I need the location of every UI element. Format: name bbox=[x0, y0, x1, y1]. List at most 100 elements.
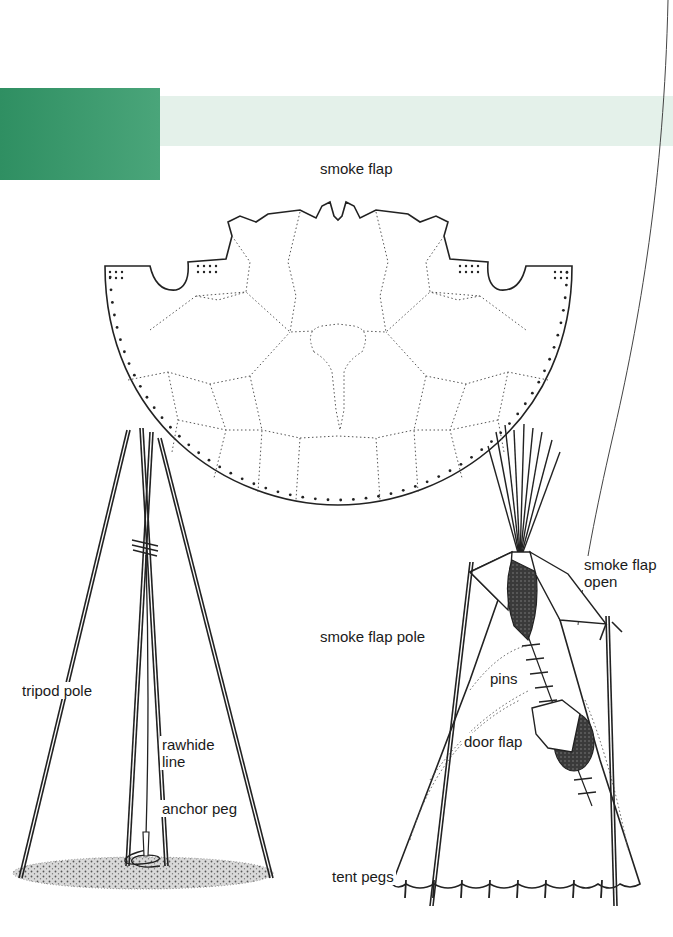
tent-peg bbox=[461, 880, 462, 898]
pin-hole bbox=[516, 413, 519, 416]
pin-hole bbox=[556, 334, 559, 337]
tab-holes bbox=[459, 265, 461, 267]
tripod-pole bbox=[19, 428, 273, 878]
pin-hole bbox=[508, 422, 511, 425]
pin-hole bbox=[208, 459, 211, 462]
pin-hole bbox=[414, 485, 417, 488]
cover-seams bbox=[430, 690, 530, 780]
tripod-pole bbox=[22, 430, 130, 878]
tab-holes bbox=[115, 271, 117, 273]
pin-hole bbox=[229, 472, 232, 475]
seam-lines bbox=[168, 372, 178, 452]
seam-lines bbox=[376, 212, 388, 332]
smoke-flap-pole bbox=[430, 562, 622, 906]
pin-hole bbox=[531, 392, 534, 395]
part-label: tent pegs bbox=[330, 868, 396, 885]
tipi-cover bbox=[392, 552, 640, 888]
header-bar bbox=[160, 96, 673, 146]
tab-holes bbox=[465, 271, 467, 273]
tent-peg bbox=[517, 880, 518, 898]
pin-hole bbox=[264, 487, 267, 490]
pins bbox=[522, 644, 540, 646]
tab-holes bbox=[465, 265, 467, 267]
cover-outline bbox=[105, 202, 572, 505]
pins bbox=[535, 686, 553, 688]
seam-lines bbox=[414, 376, 426, 492]
tab-holes bbox=[566, 277, 568, 279]
pin-hole bbox=[289, 493, 292, 496]
pin-hole bbox=[470, 456, 473, 459]
pins bbox=[522, 644, 596, 794]
pin-hole bbox=[560, 321, 563, 324]
tripod bbox=[13, 857, 273, 889]
smoke-flap-left bbox=[470, 552, 512, 610]
pin-holes bbox=[109, 271, 569, 501]
door-flap bbox=[532, 700, 580, 752]
pin-hole bbox=[553, 346, 556, 349]
part-label: pins bbox=[488, 670, 520, 687]
tab-holes bbox=[197, 265, 199, 267]
cover-seams bbox=[585, 700, 628, 850]
pin-hole bbox=[161, 416, 164, 419]
part-label: door flap bbox=[462, 733, 524, 750]
cover-seams bbox=[410, 700, 520, 840]
seam-lines bbox=[196, 236, 250, 300]
pin-hole bbox=[377, 495, 380, 498]
pin-hole bbox=[543, 369, 546, 372]
tab-holes bbox=[197, 271, 199, 273]
pin-hole bbox=[460, 463, 463, 466]
pin-hole bbox=[111, 301, 114, 304]
tab-holes bbox=[471, 265, 473, 267]
pins bbox=[574, 778, 592, 780]
tab-holes bbox=[209, 265, 211, 267]
seam-lines bbox=[178, 420, 300, 438]
pin-hole bbox=[252, 482, 255, 485]
part-label: tripod pole bbox=[20, 682, 94, 699]
pole-tips bbox=[520, 452, 560, 560]
rawhide-line bbox=[125, 540, 160, 867]
pin-hole bbox=[139, 385, 142, 388]
rawhide-line bbox=[146, 555, 148, 836]
anchor-peg bbox=[143, 832, 149, 856]
pin-hole bbox=[146, 396, 149, 399]
pin-hole bbox=[365, 497, 368, 500]
seam-lines bbox=[296, 438, 300, 500]
header-bar bbox=[0, 88, 160, 180]
tab-holes bbox=[121, 277, 123, 279]
tripod-pole bbox=[161, 438, 273, 878]
part-label: smoke flap bbox=[318, 160, 395, 177]
pin-hole bbox=[277, 490, 280, 493]
tripod bbox=[13, 428, 273, 889]
pin-hole bbox=[109, 276, 112, 279]
tent-peg bbox=[601, 880, 602, 898]
tent-peg bbox=[405, 880, 406, 898]
tripod-pole bbox=[158, 438, 270, 878]
seam-lines bbox=[210, 384, 226, 478]
pin-hole bbox=[437, 475, 440, 478]
tab-holes bbox=[109, 265, 568, 279]
tent-peg bbox=[573, 880, 574, 898]
tab-holes bbox=[554, 277, 556, 279]
pins bbox=[526, 658, 544, 660]
pin-hole bbox=[480, 448, 483, 451]
tipi-cover bbox=[105, 202, 572, 505]
seam-lines bbox=[128, 212, 548, 500]
rawhide-line bbox=[132, 540, 158, 556]
tab-holes bbox=[566, 271, 568, 273]
pin-hole bbox=[390, 492, 393, 495]
pole-tips bbox=[488, 446, 520, 560]
tent-peg bbox=[433, 880, 434, 898]
pin-hole bbox=[562, 309, 565, 312]
pin-hole bbox=[197, 451, 200, 454]
pin-hole bbox=[169, 426, 172, 429]
part-label: rawhide line bbox=[160, 736, 217, 770]
tab-holes bbox=[209, 271, 211, 273]
pin-hole bbox=[178, 435, 181, 438]
tent-peg bbox=[489, 880, 490, 898]
seam-lines bbox=[376, 420, 498, 438]
tent-pegs bbox=[405, 880, 602, 898]
tripod-pole bbox=[129, 432, 153, 866]
pin-hole bbox=[187, 443, 190, 446]
seam-lines bbox=[450, 384, 466, 478]
